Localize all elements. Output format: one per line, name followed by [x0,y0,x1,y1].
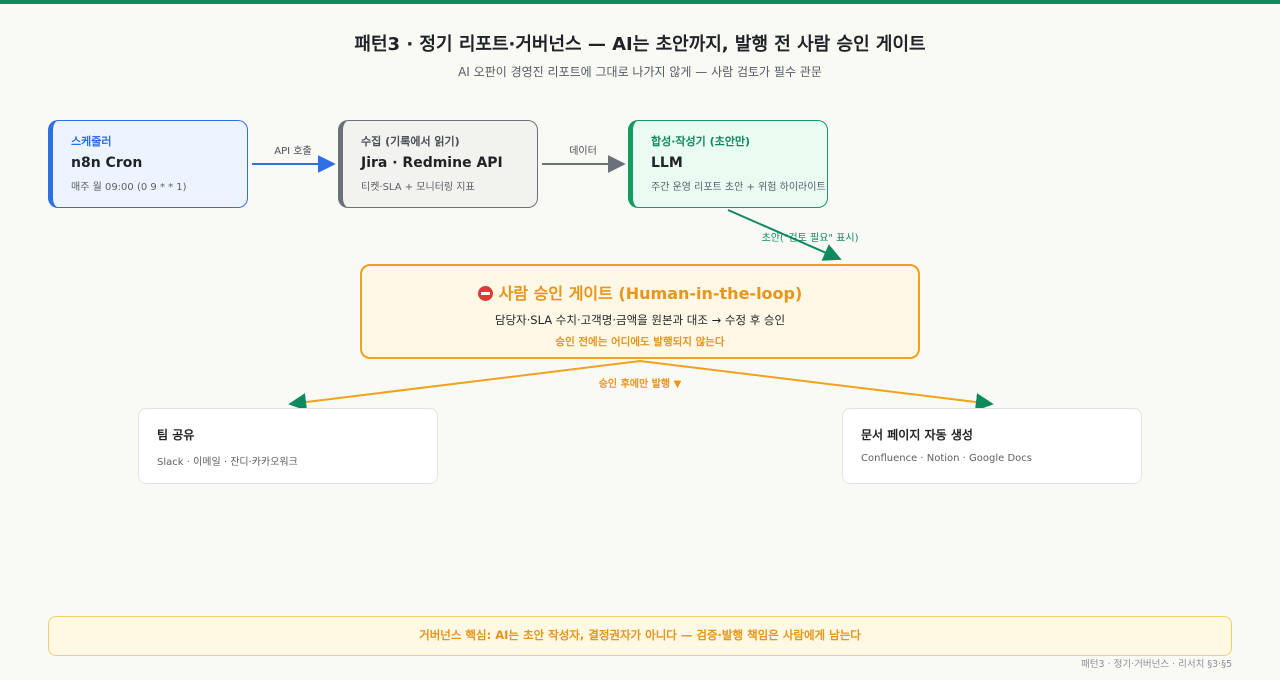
collect-node: 수집 (기록에서 읽기) Jira · Redmine API 티켓·SLA +… [338,120,538,208]
stop-sign-icon [477,286,493,301]
edge-synth-to-gate [727,209,842,261]
gate-desc: 담당자·SLA 수치·고객명·금액을 원본과 대조 → 수정 후 승인 [494,313,786,327]
synth-kicker: 합성·작성기 (초안만) [651,135,751,148]
collect-kicker: 수집 (기록에서 읽기) [361,135,460,148]
diagram-subtitle: AI 오판이 경영진 리포트에 그대로 나가지 않게 — 사람 검토가 필수 관… [458,65,822,79]
output-team-share: 팀 공유 Slack · 이메일 · 잔디·카카오워크 [138,408,438,484]
gate-title: 사람 승인 게이트 (Human-in-the-loop) [498,284,803,303]
collect-desc: 티켓·SLA + 모니터링 지표 [361,182,475,193]
edge-label-data: 데이터 [569,145,597,157]
source-credit: 패턴3 · 정기·거버넌스 · 리서치 §3·§5 [1081,659,1232,670]
approval-gate-node: 사람 승인 게이트 (Human-in-the-loop) 담당자·SLA 수치… [360,264,920,359]
edge-gate-to-docs [639,360,994,411]
edge-label-draft: 초안("검토 필요" 표시) [762,232,859,244]
synth-desc: 주간 운영 리포트 초안 + 위험 하이라이트 [651,182,826,193]
gate-title-row: 사람 승인 게이트 (Human-in-the-loop) [362,280,918,304]
edge-label-after-approval: 승인 후에만 발행 ▼ [599,377,682,390]
scheduler-kicker: 스케줄러 [71,135,112,148]
output-doc-generation: 문서 페이지 자동 생성 Confluence · Notion · Googl… [842,408,1142,484]
scheduler-name: n8n Cron [71,155,143,171]
output-team-title: 팀 공유 [157,428,195,442]
scheduler-desc: 매주 월 09:00 (0 9 * * 1) [71,182,187,193]
synth-node: 합성·작성기 (초안만) LLM 주간 운영 리포트 초안 + 위험 하이라이트 [628,120,828,208]
collect-name: Jira · Redmine API [361,155,503,171]
governance-footer: 거버넌스 핵심: AI는 초안 작성자, 결정권자가 아니다 — 검증·발행 책… [48,616,1232,656]
scheduler-node: 스케줄러 n8n Cron 매주 월 09:00 (0 9 * * 1) [48,120,248,208]
edge-label-api-call: API 호출 [274,145,311,157]
diagram-title: 패턴3 · 정기 리포트·거버넌스 — AI는 초안까지, 발행 전 사람 승인… [354,34,926,55]
synth-name: LLM [651,155,683,171]
output-docs-title: 문서 페이지 자동 생성 [861,428,973,442]
top-accent-bar [0,0,1280,4]
output-docs-desc: Confluence · Notion · Google Docs [861,453,1033,464]
gate-note: 승인 전에는 어디에도 발행되지 않는다 [555,336,725,348]
edge-gate-to-team [288,360,641,411]
output-team-desc: Slack · 이메일 · 잔디·카카오워크 [157,457,298,468]
